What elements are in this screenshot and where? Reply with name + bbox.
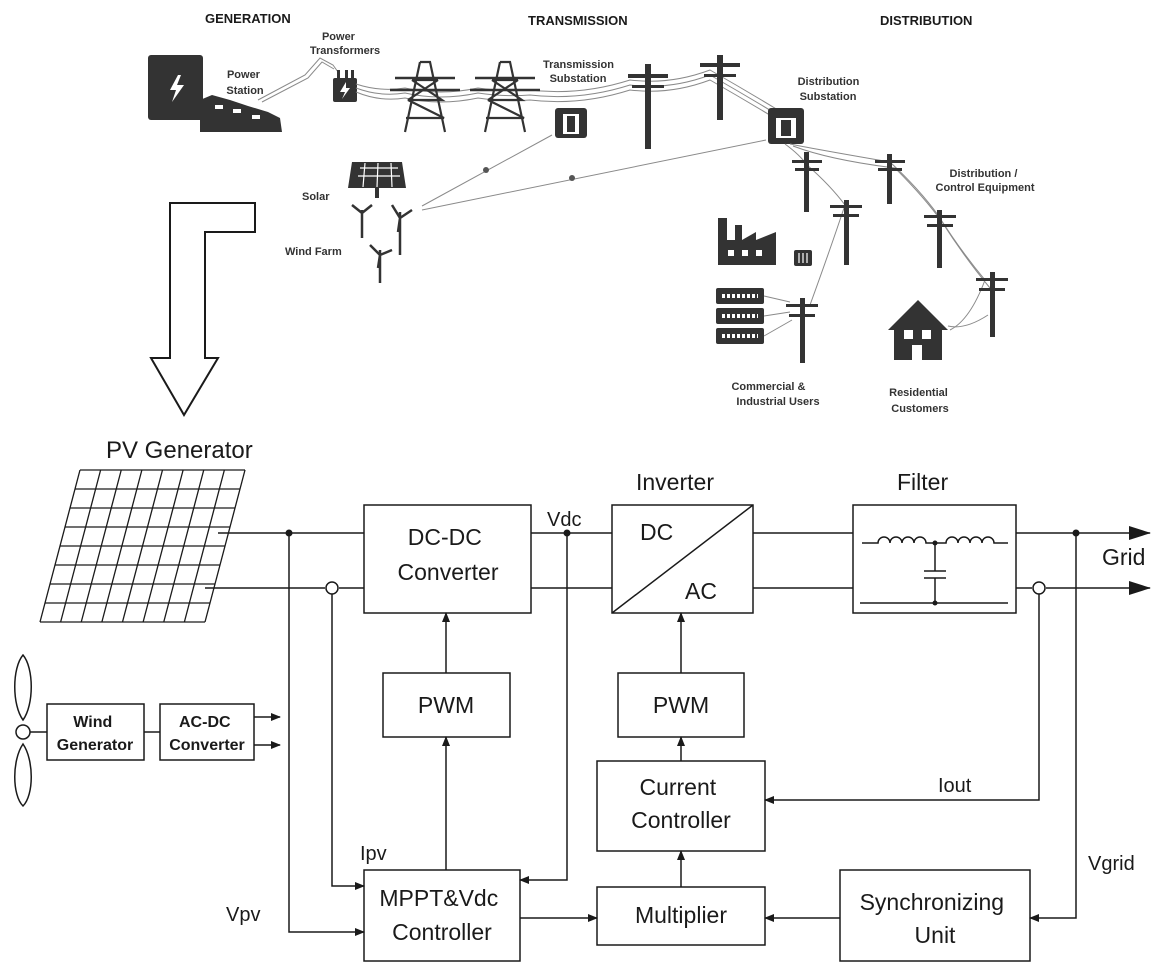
transmission-substation-label: Transmission Substation bbox=[543, 59, 617, 85]
iout-label: Iout bbox=[938, 775, 972, 797]
grid-label: Grid bbox=[1102, 544, 1145, 570]
inverter-dc-label: DC bbox=[640, 519, 673, 545]
vdc-label: Vdc bbox=[547, 509, 581, 531]
small-transformer-icon bbox=[794, 250, 812, 266]
pwm-left-block bbox=[382, 672, 511, 738]
multiplier-label: Multiplier bbox=[635, 902, 727, 928]
lc-filter-symbol bbox=[860, 536, 1008, 606]
section-generation-label: GENERATION bbox=[205, 11, 291, 26]
wind-turbine-icon bbox=[351, 204, 413, 283]
utility-pole-icon bbox=[786, 298, 818, 363]
current-controller-label: Current Controller bbox=[631, 774, 731, 833]
vgrid-label: Vgrid bbox=[1088, 853, 1135, 875]
utility-pole-icon bbox=[830, 200, 862, 265]
factory-icon bbox=[718, 218, 776, 265]
inverter-title: Inverter bbox=[636, 469, 714, 495]
flow-arrow bbox=[149, 202, 256, 417]
utility-pole-icon bbox=[976, 272, 1008, 337]
section-distribution-label: DISTRIBUTION bbox=[880, 13, 972, 28]
power-grid-illustration: GENERATION TRANSMISSION DISTRIBUTION Pow… bbox=[148, 11, 1035, 415]
power-transformers-label: Power Transformers bbox=[310, 31, 380, 57]
wind-propeller-icon bbox=[14, 653, 32, 808]
solar-panel-icon bbox=[348, 162, 406, 198]
dcdc-converter-block bbox=[363, 504, 532, 614]
dcdc-converter-label: DC-DC Converter bbox=[398, 524, 499, 585]
utility-pole-icon bbox=[628, 64, 668, 149]
commercial-building-icon bbox=[716, 288, 793, 344]
power-transformer-icon bbox=[333, 70, 357, 102]
house-icon bbox=[888, 300, 989, 360]
current-sensor-grid bbox=[1032, 581, 1046, 595]
utility-pole-icon bbox=[924, 210, 956, 268]
vpv-label: Vpv bbox=[226, 904, 260, 926]
pwm-left-label: PWM bbox=[418, 692, 474, 718]
mppt-controller-block bbox=[363, 869, 521, 962]
acdc-converter-block bbox=[159, 703, 255, 761]
distribution-substation-icon bbox=[768, 108, 804, 144]
section-transmission-label: TRANSMISSION bbox=[528, 13, 628, 28]
transmission-tower-icon bbox=[470, 60, 540, 133]
pv-block-diagram: PV Generator DC-DC Converter Vdc Inverte… bbox=[14, 437, 1150, 962]
pv-panel-icon bbox=[39, 469, 246, 623]
synchronizing-unit-block bbox=[839, 869, 1031, 962]
wind-generator-block bbox=[46, 703, 145, 761]
current-controller-block bbox=[596, 760, 766, 852]
utility-pole-icon bbox=[792, 152, 822, 212]
distribution-substation-label: Distribution Substation bbox=[798, 76, 863, 103]
wind-farm-label: Wind Farm bbox=[285, 246, 342, 258]
pv-generator-title: PV Generator bbox=[106, 437, 253, 464]
utility-pole-icon bbox=[875, 154, 905, 204]
pwm-right-label: PWM bbox=[653, 692, 709, 718]
acdc-converter-label: AC-DC Converter bbox=[169, 714, 245, 754]
power-station-label: Power Station bbox=[226, 69, 264, 97]
pwm-right-block bbox=[617, 672, 745, 738]
mppt-controller-label: MPPT&Vdc Controller bbox=[379, 885, 504, 945]
solar-label: Solar bbox=[302, 191, 330, 203]
inverter-ac-label: AC bbox=[685, 578, 717, 604]
ipv-label: Ipv bbox=[360, 843, 387, 865]
residential-label: Residential Customers bbox=[889, 387, 951, 415]
wind-generator-label: Wind Generator bbox=[57, 714, 133, 754]
current-sensor-pv bbox=[325, 581, 339, 595]
filter-title: Filter bbox=[897, 469, 948, 495]
power-station-icon bbox=[148, 55, 282, 132]
utility-pole-icon bbox=[700, 55, 740, 120]
transmission-tower-icon bbox=[390, 60, 460, 133]
transmission-substation-icon bbox=[555, 108, 587, 138]
synchronizing-unit-label: Synchronizing Unit bbox=[860, 889, 1011, 948]
distribution-control-label: Distribution / Control Equipment bbox=[936, 168, 1035, 194]
commercial-industrial-label: Commercial & Industrial Users bbox=[731, 381, 819, 408]
